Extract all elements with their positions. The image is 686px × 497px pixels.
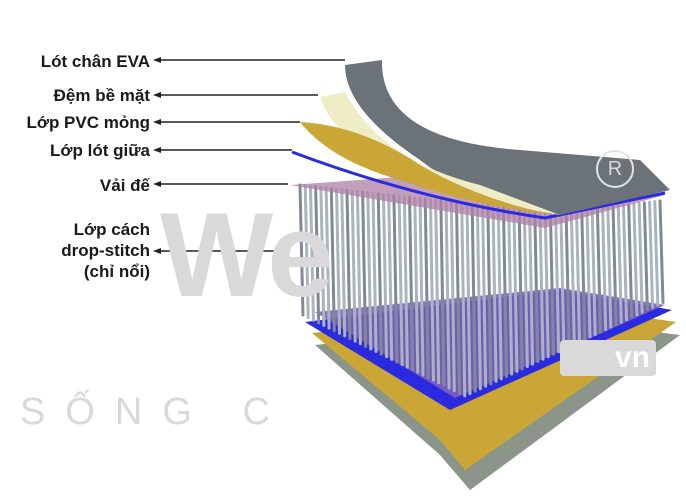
drop-stitch-post (428, 197, 435, 382)
drop-stitch-post (340, 188, 347, 338)
drop-stitch-post (533, 209, 540, 364)
drop-stitch-post (528, 209, 535, 366)
drop-stitch-post (434, 198, 441, 385)
label-eva: Lót chân EVA (40, 52, 150, 71)
drop-stitch-post (298, 183, 305, 317)
arrowhead-icon (153, 57, 161, 63)
drop-stitch-post (319, 185, 326, 327)
drop-stitch-post (601, 205, 608, 332)
drop-stitch-post (381, 192, 388, 359)
drop-stitch-post (538, 210, 545, 361)
drop-stitch-post (413, 196, 420, 374)
drop-stitch-post (371, 191, 378, 354)
drop-stitch-post (637, 201, 644, 314)
top-surface-pad (320, 92, 560, 215)
drop-stitch-post (575, 208, 582, 344)
drop-stitch-post (486, 204, 493, 386)
drop-stitch-post (402, 195, 409, 369)
drop-stitch-post (559, 210, 566, 351)
top-pvc-layer (300, 122, 555, 215)
drop-stitch-post (616, 204, 623, 324)
arrowhead-icon (153, 92, 161, 98)
arrowhead-icon (153, 147, 161, 153)
drop-stitch-post (423, 197, 430, 380)
label-surface-pad: Đệm bề mặt (53, 86, 150, 105)
drop-stitch-post (611, 204, 618, 327)
drop-stitch-post (496, 205, 503, 381)
drop-stitch-post (408, 195, 415, 372)
watermark-domain: vn (560, 340, 656, 376)
drop-stitch-post (314, 185, 321, 325)
drop-stitch-post (648, 200, 655, 309)
drop-stitch-post (632, 202, 639, 317)
drop-stitch-post (642, 201, 649, 312)
drop-stitch-post (627, 202, 634, 319)
drop-stitch-post (376, 192, 383, 356)
watermark-brand: We (160, 188, 334, 322)
drop-stitch-post (569, 209, 576, 346)
drop-stitch-post (361, 190, 368, 348)
drop-stitch-post (308, 184, 315, 322)
drop-stitch-post (491, 204, 498, 383)
drop-stitch-post (658, 199, 665, 304)
drop-stitch-post (418, 196, 425, 377)
label-mid-liner: Lớp lót giữa (50, 141, 150, 160)
label-drop-stitch: Lớp cách drop-stitch (chỉ nổi) (61, 220, 150, 281)
arrowhead-icon (153, 119, 161, 125)
drop-stitch-post (564, 209, 571, 349)
drop-stitch-post (455, 200, 462, 395)
drop-stitch-post (590, 207, 597, 337)
drop-stitch-post (324, 186, 331, 330)
drop-stitch-post (350, 189, 357, 343)
drop-stitch-post (585, 207, 592, 339)
drop-stitch-post (303, 184, 310, 320)
drop-stitch-post (470, 202, 477, 393)
drop-stitch-post (621, 203, 628, 322)
drop-stitch-post (397, 194, 404, 367)
drop-stitch-post (543, 210, 550, 359)
drop-stitch-post (355, 189, 362, 346)
drop-stitch-post (329, 186, 336, 333)
arrowhead-icon (153, 181, 161, 187)
drop-stitch-post (449, 200, 456, 393)
drop-stitch-post (522, 208, 529, 369)
drop-stitch-post (512, 207, 519, 373)
drop-stitch-post (345, 188, 352, 340)
drop-stitch-post (554, 211, 561, 354)
drop-stitch-post (392, 193, 399, 364)
label-base-fabric: Vải đế (99, 176, 150, 195)
drop-stitch-post (335, 187, 342, 335)
drop-stitch-post (501, 206, 508, 378)
top-eva-layer (345, 60, 670, 215)
arrowhead-icon (153, 248, 161, 254)
drop-stitch-post (465, 202, 472, 396)
drop-stitch-post (460, 201, 467, 398)
label-pvc: Lớp PVC mỏng (26, 113, 150, 132)
drop-stitch-post (606, 205, 613, 329)
registered-mark-icon: R (596, 150, 634, 188)
watermark-tagline: SỐNG C (20, 391, 290, 433)
drop-stitch-post (444, 199, 451, 390)
drop-stitch-post (439, 199, 446, 387)
drop-stitch-post (595, 206, 602, 334)
drop-stitch-post (366, 191, 373, 351)
drop-stitch-post (580, 208, 587, 341)
drop-stitch-post (517, 207, 524, 371)
drop-stitch-post (507, 206, 514, 376)
drop-stitch-post (653, 200, 660, 307)
drop-stitch-post (548, 211, 555, 356)
drop-stitch-post (387, 193, 394, 361)
drop-stitch-post (475, 203, 482, 391)
drop-stitch-post (481, 203, 488, 388)
top-mid-liner (291, 150, 666, 220)
